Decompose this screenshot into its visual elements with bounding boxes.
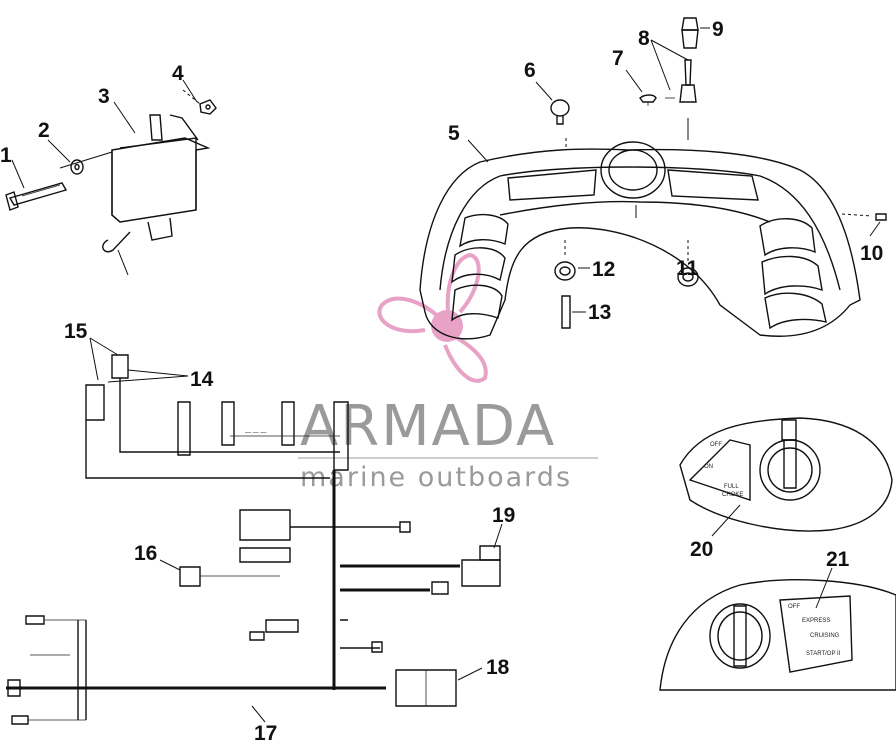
washer-part-2 bbox=[70, 159, 84, 175]
switch20-full-label: FULL bbox=[724, 484, 739, 490]
switch-part-8 bbox=[650, 39, 697, 103]
switch21-start-label: START/OP II bbox=[806, 651, 841, 657]
screw-part-10 bbox=[841, 213, 887, 237]
callout-13: 13 bbox=[588, 301, 611, 324]
bolt-part-1 bbox=[5, 182, 68, 211]
nut-part-4 bbox=[182, 89, 217, 115]
svg-text:— — —: — — — bbox=[245, 430, 266, 436]
callout-9: 9 bbox=[712, 18, 724, 41]
callout-16: 16 bbox=[134, 542, 157, 565]
cap-part-9 bbox=[681, 17, 710, 49]
harness-part-14-15: — — — bbox=[85, 337, 349, 479]
switch20-choke-label: CHOKE bbox=[722, 492, 743, 498]
callout-6: 6 bbox=[524, 59, 536, 82]
nut-part-11 bbox=[677, 240, 699, 287]
knob-part-6 bbox=[550, 99, 570, 125]
callout-2: 2 bbox=[38, 119, 50, 142]
key-switch-panel-part-20: OFF ON FULL CHOKE bbox=[679, 417, 893, 537]
callout-17: 17 bbox=[254, 722, 277, 741]
callout-11: 11 bbox=[676, 257, 699, 280]
dashboard-console-part-5 bbox=[419, 118, 861, 340]
callout-3: 3 bbox=[98, 85, 110, 108]
callout-12: 12 bbox=[592, 258, 615, 281]
callout-20: 20 bbox=[690, 538, 713, 561]
callout-8: 8 bbox=[638, 27, 650, 50]
connector-part-16 bbox=[159, 559, 280, 587]
leader-line bbox=[59, 151, 113, 169]
cdi-module-part-3 bbox=[102, 114, 211, 276]
callout-10: 10 bbox=[860, 242, 883, 265]
grommet-part-12 bbox=[554, 240, 590, 281]
throttle-panel-part-21: OFF EXPRESS CRUISING START/OP II bbox=[659, 567, 896, 691]
leader-line bbox=[182, 79, 198, 103]
callout-5: 5 bbox=[448, 122, 460, 145]
callout-19: 19 bbox=[492, 504, 515, 527]
callouts: 1 2 3 4 5 6 7 8 9 10 11 12 13 14 15 16 1… bbox=[0, 18, 883, 741]
switch20-on-label: ON bbox=[704, 464, 713, 470]
callout-18: 18 bbox=[486, 656, 510, 679]
watermark-subtitle: marine outboards bbox=[300, 462, 572, 493]
leader-line bbox=[11, 159, 25, 189]
watermark-title: ARMADA bbox=[300, 394, 556, 459]
switch21-express-label: EXPRESS bbox=[802, 618, 830, 624]
connector-part-18 bbox=[395, 667, 483, 707]
clip-part-7 bbox=[625, 69, 657, 106]
wiring-harness-part-17 bbox=[6, 470, 460, 725]
leader-line bbox=[467, 139, 489, 163]
pin-part-13 bbox=[561, 295, 586, 329]
callout-21: 21 bbox=[826, 548, 850, 571]
switch20-off-label: OFF bbox=[710, 442, 722, 448]
leader-line bbox=[251, 705, 266, 723]
connector-part-19 bbox=[461, 523, 503, 587]
leader-line bbox=[535, 81, 553, 101]
switch21-off-label: OFF bbox=[788, 604, 800, 610]
callout-14: 14 bbox=[190, 368, 214, 391]
leader-line bbox=[113, 101, 136, 134]
leader-line bbox=[47, 139, 71, 163]
propeller-logo-icon bbox=[377, 252, 488, 383]
callout-7: 7 bbox=[612, 47, 624, 70]
switch21-cruise-label: CRUISING bbox=[810, 633, 840, 639]
armada-watermark: ARMADA marine outboards bbox=[298, 252, 598, 493]
callout-15: 15 bbox=[64, 320, 88, 343]
callout-4: 4 bbox=[172, 62, 184, 85]
callout-1: 1 bbox=[0, 144, 12, 167]
